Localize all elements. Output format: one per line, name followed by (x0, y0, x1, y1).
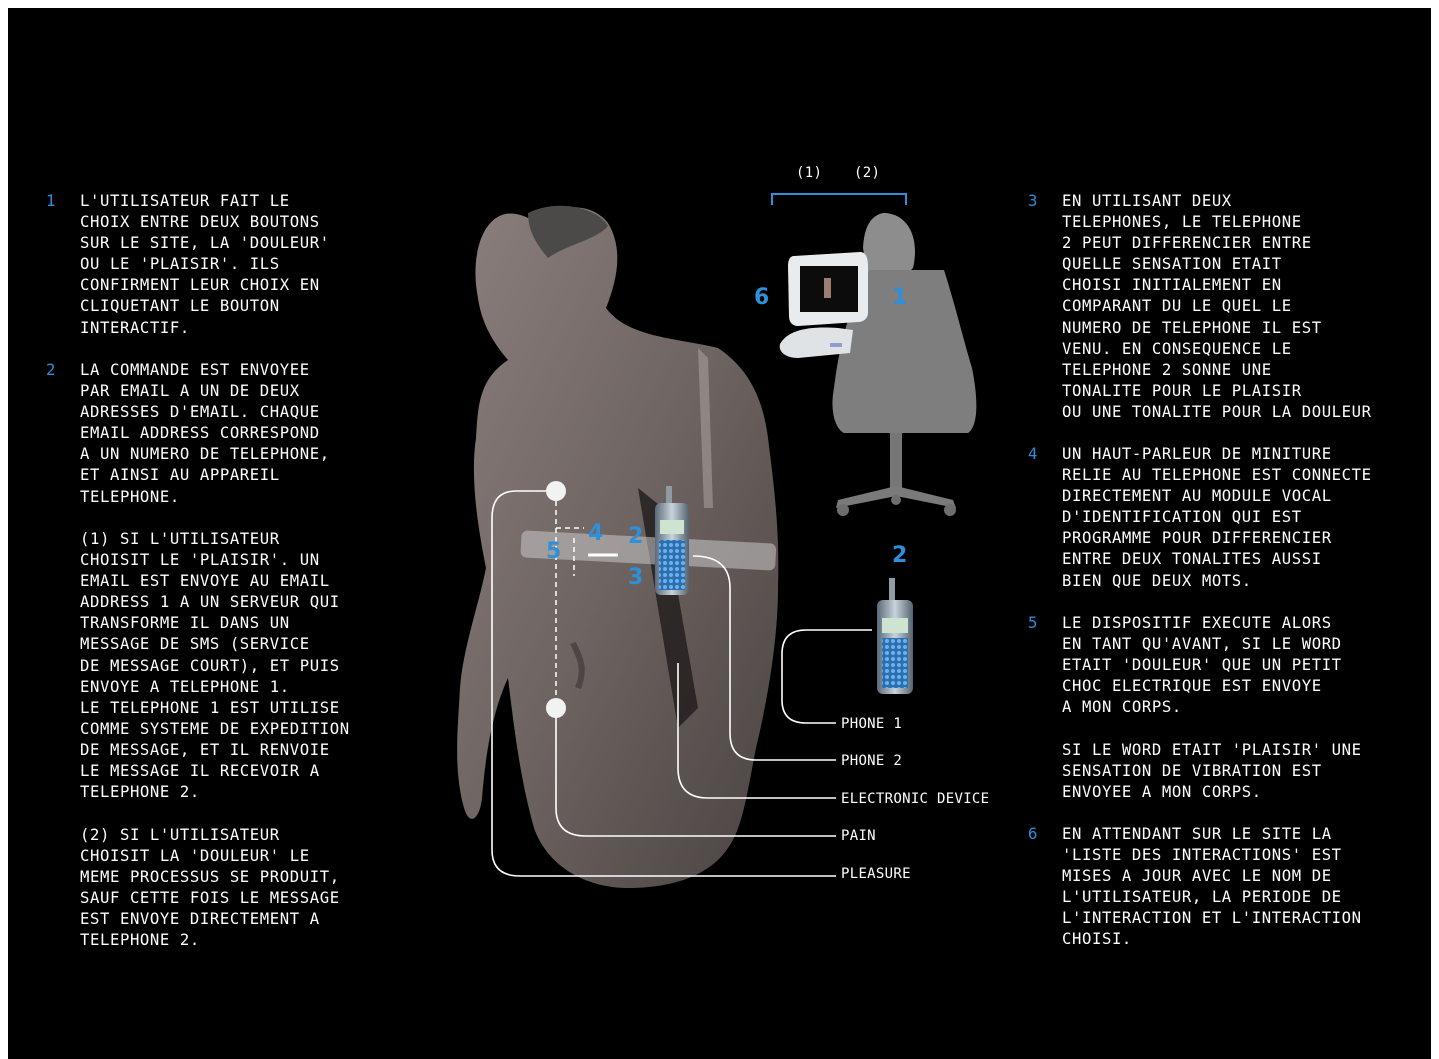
legend-pleasure: PLEASURE (841, 866, 911, 882)
pain-electrode (546, 698, 566, 718)
callout-6: 6 (754, 285, 769, 310)
bracket-label-1: (1) (796, 165, 822, 181)
callout-4: 4 (588, 521, 603, 546)
illustration: (1) (2) (8, 8, 1431, 1059)
legend-phone-2: PHONE 2 (841, 753, 902, 769)
callout-2-phone: 2 (892, 543, 907, 568)
callout-5: 5 (546, 539, 561, 564)
callout-2-body: 2 (628, 524, 643, 549)
legend-phone-1: PHONE 1 (841, 716, 902, 732)
legend-pain: PAIN (841, 828, 876, 844)
callout-1: 1 (892, 285, 907, 310)
human-figure (457, 206, 778, 888)
callout-3: 3 (628, 565, 643, 590)
bracket-label-2: (2) (854, 165, 880, 181)
legend-electronic-device: ELECTRONIC DEVICE (841, 791, 989, 807)
pleasure-electrode (546, 481, 566, 501)
diagram-canvas: 1 L'UTILISATEUR FAIT LE CHOIX ENTRE DEUX… (8, 8, 1431, 1059)
bracket (772, 194, 906, 205)
phone-1 (877, 578, 913, 694)
